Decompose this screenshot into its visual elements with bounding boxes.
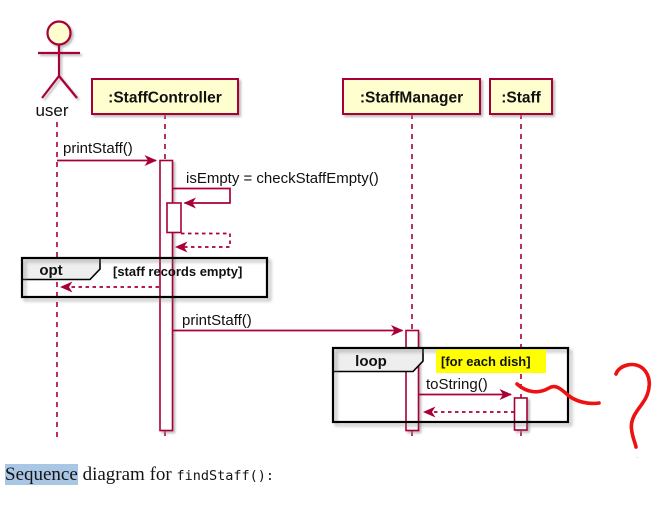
activation-staffmanager	[405, 329, 420, 432]
actor-label: user	[35, 101, 68, 120]
message-printstaff-2-label: printStaff()	[182, 312, 252, 329]
participant-headers: :StaffController :StaffManager :Staff	[91, 78, 553, 115]
participant-staff: :Staff	[489, 78, 553, 115]
sequence-diagram: user printStaff() isEmpty = checkStaffEm…	[20, 20, 652, 467]
red-annotation	[515, 362, 652, 467]
loop-guard-highlight	[436, 349, 546, 373]
fragment-opt-label: opt	[39, 262, 62, 279]
message-printstaff-1-label: printStaff()	[63, 140, 133, 157]
fragment-loop-label: loop	[355, 353, 387, 370]
message-isempty-self-arrow	[172, 187, 231, 209]
fragment-loop-guard: [for each dish]	[441, 354, 531, 369]
caption: Sequence diagram for findStaff():	[5, 464, 274, 486]
participant-staffcontroller-label: :StaffController	[108, 90, 222, 107]
fragment-loop: loop [for each dish]	[331, 346, 570, 424]
participant-staffmanager: :StaffManager	[342, 78, 481, 115]
fragment-opt: opt [staff records empty]	[20, 256, 269, 299]
activation-bars	[159, 159, 528, 432]
message-isempty-self-return-arrow	[175, 232, 231, 253]
squiggle-annotation	[515, 382, 601, 406]
messages: printStaff() isEmpty = checkStaffEmpty()…	[57, 140, 515, 418]
message-isempty-label: isEmpty = checkStaffEmpty()	[186, 170, 379, 187]
caption-middle-text: diagram for	[77, 464, 177, 485]
question-mark-annotation	[614, 362, 652, 449]
fragment-opt-border	[20, 256, 269, 299]
activation-staffcontroller-nested	[166, 202, 182, 234]
participant-staffmanager-label: :StaffManager	[360, 90, 463, 107]
lifelines	[56, 114, 522, 441]
activation-staff	[513, 397, 528, 431]
participant-staffcontroller: :StaffController	[91, 78, 239, 115]
fragment-opt-guard: [staff records empty]	[113, 264, 242, 279]
participant-staff-label: :Staff	[501, 90, 541, 107]
actor-user-icon	[38, 20, 80, 99]
caption-code-text: findStaff():	[176, 468, 275, 484]
message-tostring-label: toString()	[426, 376, 488, 393]
activation-staffcontroller	[159, 159, 174, 432]
fragment-loop-border	[331, 346, 570, 424]
caption-highlighted-word: Sequence	[5, 464, 78, 485]
